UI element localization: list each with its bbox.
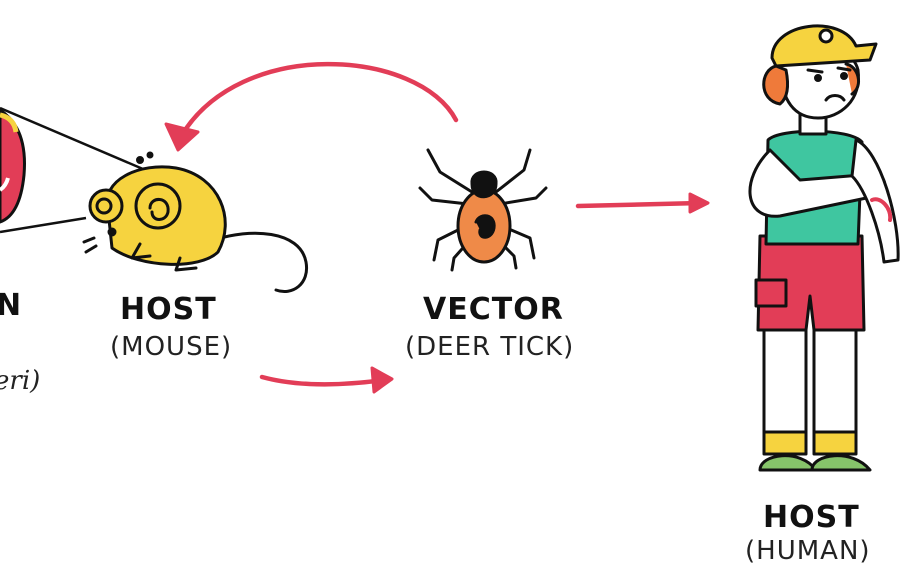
mouse-icon	[82, 151, 309, 293]
human-title: HOST	[763, 500, 860, 535]
pathogen-subtitle: eri)	[0, 366, 41, 396]
mouse-title: HOST	[120, 292, 217, 327]
pathogen-magnifier-icon	[0, 106, 151, 234]
arrow-tick-to-human	[575, 192, 710, 214]
arrow-mouse-to-tick	[259, 366, 394, 394]
arrow-tick-to-mouse	[164, 61, 459, 152]
mouse-subtitle: (MOUSE)	[110, 332, 233, 362]
human-subtitle: (HUMAN)	[745, 536, 871, 566]
human-child-icon	[748, 24, 900, 472]
pathogen-title: N	[0, 288, 23, 323]
deer-tick-icon	[418, 148, 548, 272]
tick-title: VECTOR	[423, 292, 564, 327]
tick-subtitle: (DEER TICK)	[405, 332, 575, 362]
